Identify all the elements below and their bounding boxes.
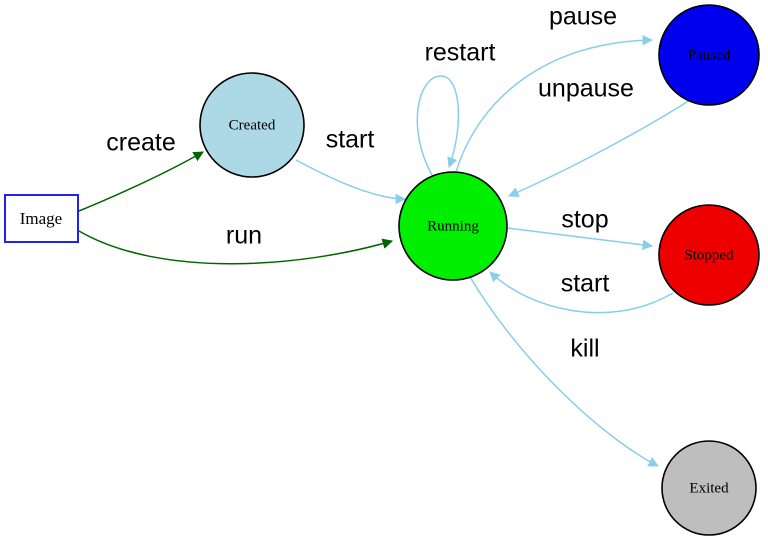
- node-image-label: Image: [20, 209, 62, 228]
- nodes-layer: Image Created Running Paused Stopped Exi: [4, 4, 760, 536]
- edge-restart-path: [416, 75, 460, 176]
- edge-stop[interactable]: stop: [506, 206, 654, 251]
- node-created-shape: [199, 72, 305, 178]
- node-exited-shape: [661, 440, 757, 536]
- edge-start-stopped[interactable]: start: [489, 270, 674, 314]
- node-paused-shape: [658, 4, 760, 106]
- edge-label-create: create: [106, 129, 175, 157]
- edge-label-kill: kill: [570, 335, 599, 363]
- node-created-label: Created: [229, 117, 276, 133]
- edge-run-path: [78, 230, 394, 265]
- edges-layer: create run start restart pause unpause: [78, 3, 691, 467]
- node-stopped-label: Stopped: [684, 247, 734, 263]
- edge-start-stopped-path: [489, 271, 674, 314]
- node-running-label: Running: [427, 218, 479, 234]
- node-stopped-shape: [658, 204, 760, 306]
- edge-unpause[interactable]: unpause: [508, 75, 691, 198]
- node-exited-label: Exited: [689, 480, 729, 496]
- edge-stop-path: [506, 227, 654, 251]
- edge-label-unpause: unpause: [538, 75, 634, 103]
- edge-kill[interactable]: kill: [469, 276, 659, 467]
- edge-kill-path: [469, 276, 659, 467]
- node-running-shape: [398, 171, 508, 281]
- node-image[interactable]: Image: [4, 194, 79, 243]
- node-paused[interactable]: Paused: [658, 4, 760, 106]
- edge-pause[interactable]: pause: [455, 3, 654, 173]
- edge-create[interactable]: create: [78, 129, 204, 212]
- node-image-shape: [4, 194, 79, 243]
- edge-pause-path: [455, 34, 654, 173]
- node-exited[interactable]: Exited: [661, 440, 757, 536]
- node-paused-label: Paused: [688, 47, 731, 63]
- edge-start-created-path: [295, 159, 407, 205]
- edge-restart[interactable]: restart: [416, 39, 496, 176]
- node-stopped[interactable]: Stopped: [658, 204, 760, 306]
- edge-label-start-created: start: [326, 126, 375, 154]
- node-created[interactable]: Created: [199, 72, 305, 178]
- edge-label-run: run: [226, 222, 262, 250]
- edge-start-created[interactable]: start: [295, 126, 407, 205]
- edge-label-start-stopped: start: [561, 270, 610, 298]
- edge-create-path: [78, 151, 204, 212]
- node-running[interactable]: Running: [398, 171, 508, 281]
- edge-label-restart: restart: [425, 39, 496, 67]
- edge-label-pause: pause: [549, 3, 617, 31]
- edge-label-stop: stop: [561, 206, 608, 234]
- edge-unpause-path: [508, 99, 691, 198]
- edge-run[interactable]: run: [78, 222, 394, 265]
